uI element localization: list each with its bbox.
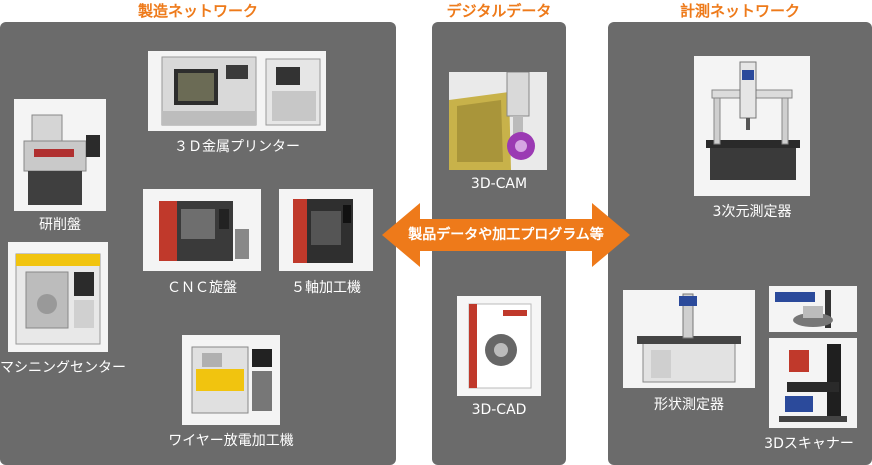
wire-edm-image — [182, 335, 280, 425]
grinder-image — [14, 99, 106, 211]
cmm-image — [694, 56, 810, 196]
wire-edm-label: ワイヤー放電加工機 — [168, 433, 294, 449]
metal-3d-printer-label: ３Ｄ金属プリンター — [174, 139, 300, 155]
machining-center-image — [8, 242, 108, 352]
grinder-label: 研削盤 — [39, 217, 81, 233]
five-axis-image — [279, 189, 373, 271]
scanner-label: 3Dスキャナー — [764, 436, 854, 452]
header-measurement: 計測ネットワーク — [679, 2, 800, 20]
profile-measurement-image — [623, 290, 755, 388]
cnc-lathe-label: ＣＮＣ旋盤 — [167, 280, 237, 296]
cam-label: 3D-CAM — [470, 176, 528, 192]
five-axis-label: ５軸加工機 — [291, 280, 361, 296]
cmm-label: 3次元測定器 — [712, 204, 792, 220]
cad-image — [457, 296, 541, 396]
bidirectional-arrow — [382, 203, 630, 267]
cam-image — [449, 72, 547, 170]
scanner-image-bottom — [769, 338, 857, 428]
metal-3d-printer-image — [148, 51, 326, 131]
arrow-label: 製品データや加工プログラム等 — [408, 227, 604, 243]
header-digital: デジタルデータ — [446, 2, 552, 20]
header-manufacturing: 製造ネットワーク — [137, 2, 258, 20]
cad-label: 3D-CAD — [471, 402, 527, 418]
scanner-image-top — [769, 286, 857, 332]
profile-measurement-label: 形状測定器 — [654, 397, 724, 413]
cnc-lathe-image — [143, 189, 261, 271]
machining-center-label: マシニングセンター — [0, 360, 126, 376]
